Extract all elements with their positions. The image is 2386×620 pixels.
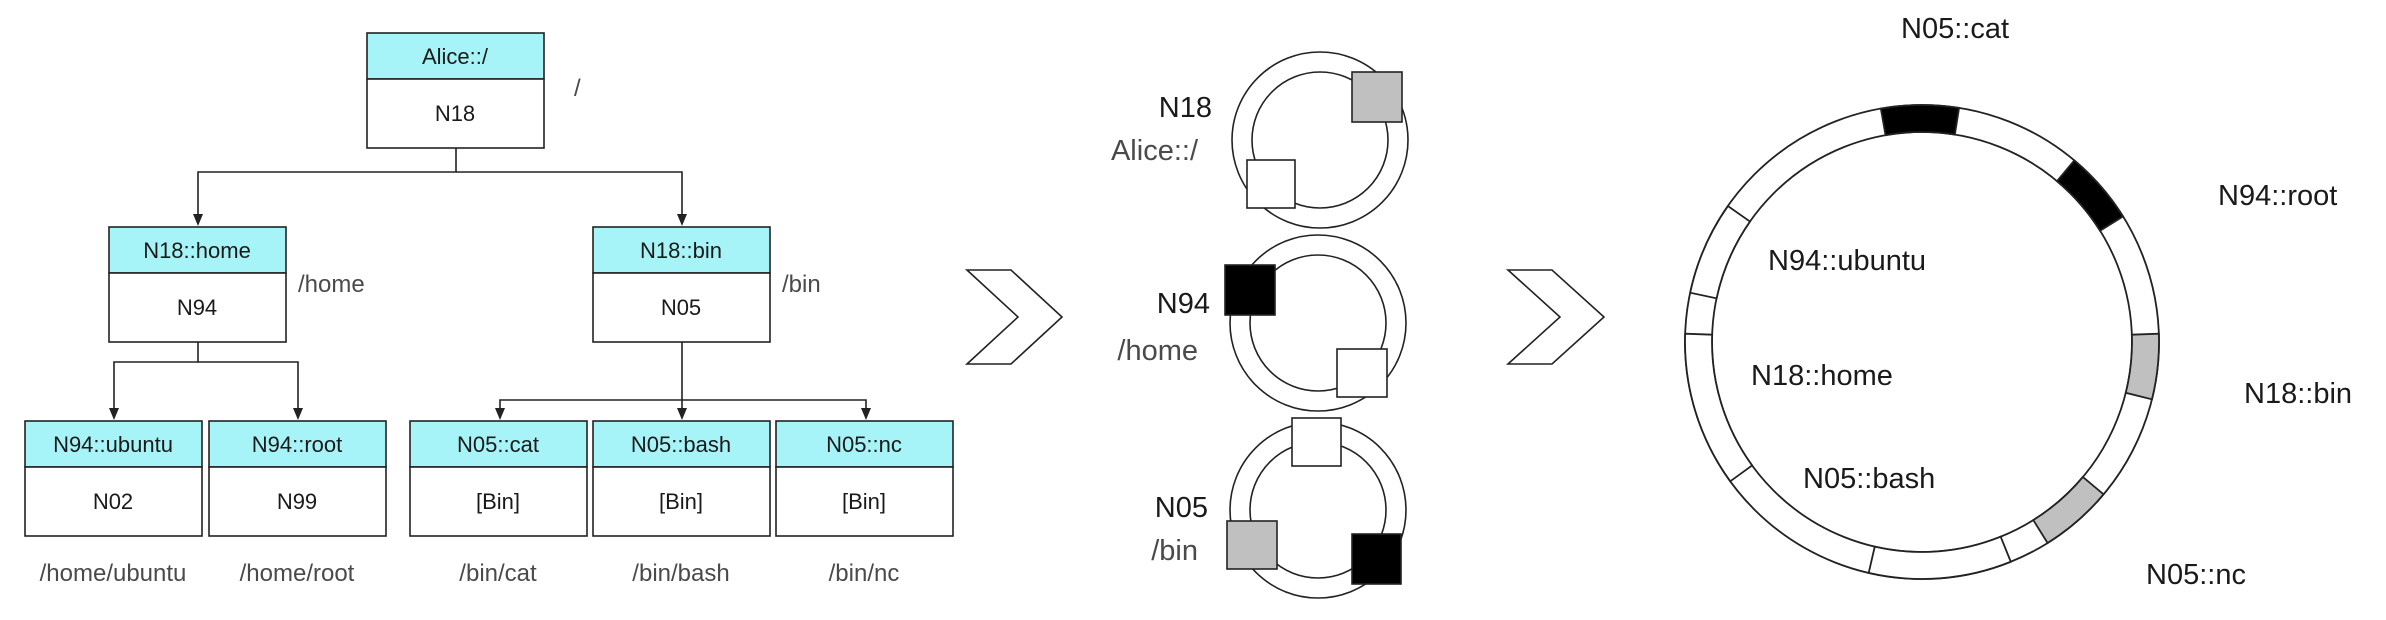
ring-id: N05 <box>1155 492 1208 524</box>
ring-label-ubuntu: N94::ubuntu <box>1768 245 1926 277</box>
ring-block <box>1226 520 1278 570</box>
node-header: N94::ubuntu <box>53 432 173 457</box>
ring-id: N94 <box>1157 288 1210 320</box>
big-ring-labels: N05::cat N94::root N18::bin N05::nc N05:… <box>1751 13 2352 591</box>
ring-segment <box>1867 535 2012 580</box>
ring-segment <box>2124 332 2160 401</box>
ring-node-n05: N05 /bin <box>1151 417 1407 599</box>
ring-id: N18 <box>1159 92 1212 124</box>
ring-path: Alice::/ <box>1111 135 1199 167</box>
tree-node-home-root: N94::root N99 /home/root <box>208 420 387 587</box>
node-id: N18 <box>435 101 475 126</box>
ring-label-home: N18::home <box>1751 360 1893 392</box>
node-id: N94 <box>177 295 217 320</box>
ring-block <box>1291 417 1342 467</box>
node-header: N94::root <box>252 432 343 457</box>
ring-segment <box>1879 104 1961 137</box>
node-path: /bin/bash <box>632 560 729 587</box>
node-header: Alice::/ <box>422 44 489 69</box>
ring-label-cat: N05::cat <box>1901 13 2009 45</box>
node-path: /bin <box>782 271 821 298</box>
node-id: N05 <box>661 295 701 320</box>
node-header: N18::home <box>143 238 251 263</box>
tree-node-root: Alice::/ N18 / <box>366 32 581 149</box>
ring-segment <box>2032 475 2105 545</box>
tree-node-home: N18::home N94 /home <box>108 226 365 343</box>
ring-block <box>1224 264 1276 316</box>
tree-node-bin: N18::bin N05 /bin <box>592 226 821 343</box>
ring-path: /bin <box>1151 535 1198 567</box>
tree-node-bash: N05::bash [Bin] /bin/bash <box>592 420 771 587</box>
ring-label-root: N94::root <box>2218 180 2337 212</box>
chevron-right-icon <box>964 269 1064 365</box>
node-id: [Bin] <box>842 489 886 514</box>
node-path: / <box>574 75 581 102</box>
ring-segment <box>1689 204 1752 300</box>
big-ring <box>1684 104 2160 580</box>
node-id: N02 <box>93 489 133 514</box>
node-header: N18::bin <box>640 238 722 263</box>
ring-block <box>1351 533 1402 585</box>
ring-block <box>1336 348 1388 398</box>
ring-label-bash: N05::bash <box>1803 463 1935 495</box>
tree-connectors <box>113 148 867 412</box>
ring-label-bin: N18::bin <box>2244 378 2352 410</box>
tree-arrowheads <box>109 214 871 420</box>
ring-node-n94: N94 /home <box>1117 234 1407 412</box>
node-path: /home/root <box>240 560 355 587</box>
node-header: N05::cat <box>457 432 539 457</box>
chevron-right-icon <box>1505 269 1606 365</box>
ring-label-nc: N05::nc <box>2146 559 2246 591</box>
node-path: /bin/nc <box>829 560 900 587</box>
node-header: N05::bash <box>631 432 731 457</box>
ring-block <box>1351 71 1403 123</box>
node-id: N99 <box>277 489 317 514</box>
tree-node-cat: N05::cat [Bin] /bin/cat <box>409 420 588 587</box>
node-path: /bin/cat <box>459 560 537 587</box>
node-path: /home <box>298 271 365 298</box>
tree-node-nc: N05::nc [Bin] /bin/nc <box>775 420 954 587</box>
ring-block <box>1246 159 1296 209</box>
tree-node-ubuntu: N94::ubuntu N02 /home/ubuntu <box>24 420 203 587</box>
node-id: [Bin] <box>476 489 520 514</box>
node-header: N05::nc <box>826 432 902 457</box>
ring-segment <box>2055 159 2125 232</box>
node-id: [Bin] <box>659 489 703 514</box>
ring-node-n18: N18 Alice::/ <box>1111 51 1409 229</box>
node-path: /home/ubuntu <box>40 560 187 587</box>
ring-path: /home <box>1117 335 1198 367</box>
ring-segment <box>1684 332 1754 483</box>
